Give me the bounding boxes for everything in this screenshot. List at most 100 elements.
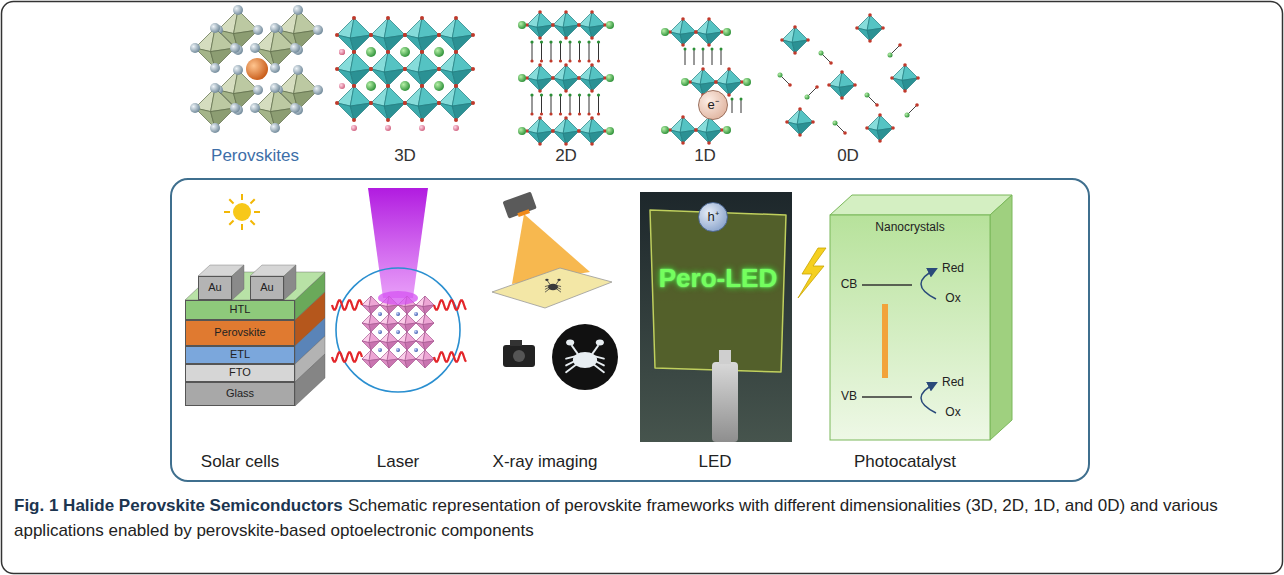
application-name: Laser [377, 452, 420, 472]
octahedron [551, 116, 581, 146]
nanocrystal-cube: Nanocrystalse⁻h⁺ [830, 215, 990, 440]
octahedron [190, 83, 240, 133]
octahedron [416, 296, 434, 314]
organic-spacer [570, 42, 571, 61]
crab-arm [548, 281, 551, 285]
halide-atom [903, 89, 907, 93]
crab-arm [572, 345, 579, 354]
organic-cation [366, 47, 376, 57]
halide-atom [538, 89, 542, 93]
molecule-atom [819, 51, 824, 56]
layer-label: Au [208, 282, 221, 294]
organic-spacer [551, 95, 552, 114]
framework-2d [518, 10, 614, 146]
octahedron [827, 70, 857, 100]
octahedron-face [418, 103, 439, 120]
device-layer: ETL [185, 346, 295, 364]
spacer-end [559, 59, 562, 62]
molecule-atom [905, 113, 910, 118]
sun-ray [250, 199, 254, 203]
halide-atom [811, 120, 815, 124]
redox-label: Ox [945, 292, 960, 306]
sun-ray [229, 199, 233, 203]
crab-leg [556, 289, 560, 292]
halide-atom [727, 93, 731, 97]
framework-0d [778, 13, 920, 143]
halide-atom [681, 43, 685, 47]
octahedron-face [537, 78, 553, 91]
octahedron-face [423, 323, 434, 332]
organic-spacer [560, 95, 561, 114]
halide-atom [577, 129, 581, 133]
layer-side-face [295, 354, 325, 406]
sun-ray [224, 211, 230, 213]
dimensionality-label: 3D [394, 146, 416, 166]
application-name: X-ray imaging [493, 452, 598, 472]
halide-atom [437, 67, 441, 71]
octahedron-face [452, 52, 473, 72]
halide-atom [564, 36, 568, 40]
organic-spacer [741, 99, 742, 113]
halide-atom [707, 17, 711, 21]
halide-atom [714, 80, 718, 84]
pen-tip [719, 350, 731, 364]
octahedron [437, 16, 475, 54]
solar-cell-illustration [185, 194, 325, 406]
halide-atom [840, 70, 844, 74]
octahedron-face [384, 103, 405, 120]
halide-atom [727, 67, 731, 71]
octahedron [335, 16, 373, 54]
spacer-end [559, 93, 562, 96]
octahedron [525, 116, 555, 146]
luminescent-plate [650, 210, 786, 372]
sun-ray [229, 220, 233, 224]
spacer-end [740, 98, 743, 101]
halide-atom [352, 84, 356, 88]
spacer-end [568, 112, 571, 115]
spacer-end [559, 112, 562, 115]
organic-cation [723, 126, 731, 134]
molecule-atom [915, 103, 919, 107]
halide-atom [868, 39, 872, 43]
halide-atom [437, 67, 441, 71]
octahedron-face [387, 323, 398, 332]
octahedron [577, 116, 607, 146]
sun-ray [250, 220, 254, 224]
redox-arrow [921, 383, 936, 413]
application-name: Photocatalyst [854, 452, 956, 472]
octahedron [855, 13, 885, 43]
crab-claw [557, 279, 560, 281]
band-label: VB [841, 390, 857, 404]
halide-atom [210, 83, 220, 93]
organic-cation [606, 21, 614, 29]
halide-atom [420, 50, 424, 54]
octahedron [551, 63, 581, 93]
halide-atom [403, 67, 407, 71]
redox-label: Ox [945, 406, 960, 420]
lattice-atom [378, 348, 382, 352]
octahedron [380, 350, 398, 368]
octahedron-face [452, 69, 473, 86]
charge-label: e⁻ [707, 98, 718, 112]
redox-label: Red [942, 376, 964, 390]
organic-cation [661, 126, 669, 134]
octahedron-face [452, 103, 473, 120]
application-panel: Solar cellsLaserX-ray imagingLEDPhotocat… [170, 178, 1090, 482]
octahedron [403, 84, 441, 122]
camera-lens [513, 350, 525, 362]
halide-atom [386, 118, 390, 122]
halide-atom [840, 96, 844, 100]
organic-cation [681, 78, 689, 86]
xray-source [502, 191, 537, 220]
halide-atom [577, 76, 581, 80]
halide-atom [881, 26, 885, 30]
halide-atom [890, 76, 894, 80]
spacer-end [540, 112, 543, 115]
crab-figure [566, 339, 604, 372]
octahedron [362, 296, 380, 314]
spacer-end [568, 40, 571, 43]
organic-spacer [598, 95, 599, 114]
halide-atom [551, 129, 555, 133]
